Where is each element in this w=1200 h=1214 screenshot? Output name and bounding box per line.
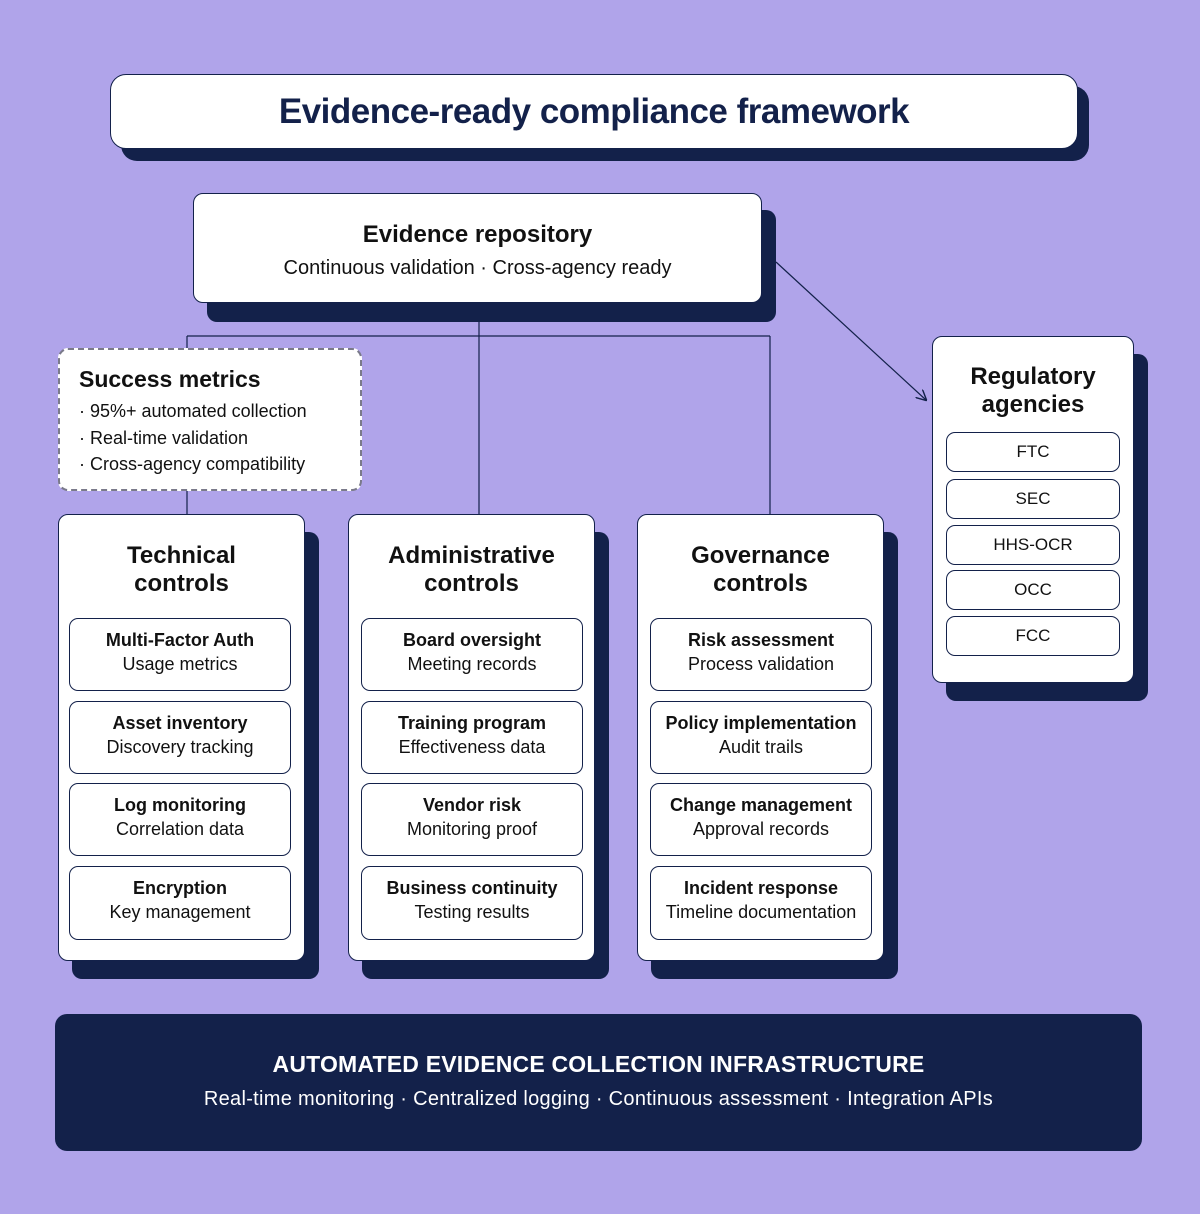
control-item-title: Board oversight (402, 630, 542, 650)
control-item-subtitle: Discovery tracking (106, 737, 254, 757)
control-item: Policy implementation Audit trails (650, 701, 872, 774)
success-metrics-item: · Cross-agency compatibility (79, 454, 306, 474)
title-card: Evidence-ready compliance framework (110, 74, 1078, 149)
governance-controls-title: Governance controls (691, 542, 830, 597)
arrow-to-agencies (775, 261, 926, 400)
control-item-title: Encryption (132, 878, 227, 898)
control-item: Incident response Timeline documentation (650, 866, 872, 940)
control-item-subtitle: Testing results (414, 902, 530, 922)
control-item-title: Vendor risk (422, 795, 522, 815)
page-title: Evidence-ready compliance framework (278, 91, 910, 131)
control-item-subtitle: Approval records (692, 819, 830, 839)
control-item: Vendor risk Monitoring proof (361, 783, 583, 856)
regulatory-agencies-card: Regulatory agencies FTC SEC HHS-OCR OCC … (932, 336, 1134, 683)
control-item: Multi-Factor Auth Usage metrics (69, 618, 291, 691)
regulatory-agencies-title: Regulatory agencies (970, 363, 1096, 418)
agency-item: FCC (946, 616, 1120, 656)
infrastructure-subtitle: Real-time monitoring · Centralized loggi… (203, 1088, 994, 1110)
control-item-subtitle: Timeline documentation (665, 902, 857, 922)
control-item: Board oversight Meeting records (361, 618, 583, 691)
control-item-title: Multi-Factor Auth (105, 630, 255, 650)
control-item-subtitle: Key management (109, 902, 251, 922)
control-item-title: Business continuity (386, 878, 558, 898)
control-item: Asset inventory Discovery tracking (69, 701, 291, 774)
control-item: Log monitoring Correlation data (69, 783, 291, 856)
control-item-title: Incident response (683, 878, 839, 898)
control-item-subtitle: Process validation (687, 654, 835, 674)
repository-title: Evidence repository (362, 221, 593, 248)
control-item-subtitle: Meeting records (407, 654, 537, 674)
infrastructure-title: AUTOMATED EVIDENCE COLLECTION INFRASTRUC… (272, 1051, 925, 1077)
control-item-subtitle: Correlation data (115, 819, 245, 839)
agency-item: OCC (946, 570, 1120, 610)
control-item-title: Change management (669, 795, 853, 815)
agency-item: SEC (946, 479, 1120, 519)
control-item: Change management Approval records (650, 783, 872, 856)
success-metrics-item: · 95%+ automated collection (79, 401, 307, 421)
control-item-title: Risk assessment (687, 630, 835, 650)
success-metrics-item: · Real-time validation (79, 427, 249, 448)
administrative-controls-card: Administrative controls Board oversight … (348, 514, 595, 961)
control-item-subtitle: Usage metrics (122, 654, 238, 674)
technical-controls-card: Technical controls Multi-Factor Auth Usa… (58, 514, 305, 961)
control-item-subtitle: Audit trails (718, 737, 804, 757)
infrastructure-banner: AUTOMATED EVIDENCE COLLECTION INFRASTRUC… (55, 1014, 1142, 1151)
success-metrics-card: Success metrics · 95%+ automated collect… (58, 348, 362, 491)
control-item-title: Policy implementation (665, 713, 857, 733)
control-item: Business continuity Testing results (361, 866, 583, 940)
technical-controls-title: Technical controls (127, 542, 236, 597)
control-item-title: Training program (397, 713, 547, 733)
administrative-controls-title: Administrative controls (388, 542, 555, 597)
control-item-title: Asset inventory (112, 713, 248, 733)
control-item-subtitle: Monitoring proof (406, 819, 538, 839)
control-item: Encryption Key management (69, 866, 291, 940)
agency-item: FTC (946, 432, 1120, 472)
control-item: Risk assessment Process validation (650, 618, 872, 691)
repository-card: Evidence repository Continuous validatio… (193, 193, 762, 303)
control-item-title: Log monitoring (114, 795, 246, 815)
success-metrics-title: Success metrics (79, 366, 261, 392)
control-item-subtitle: Effectiveness data (398, 737, 546, 757)
agency-item: HHS-OCR (946, 525, 1120, 565)
repository-subtitle: Continuous validation · Cross-agency rea… (283, 257, 672, 279)
control-item: Training program Effectiveness data (361, 701, 583, 774)
governance-controls-card: Governance controls Risk assessment Proc… (637, 514, 884, 961)
